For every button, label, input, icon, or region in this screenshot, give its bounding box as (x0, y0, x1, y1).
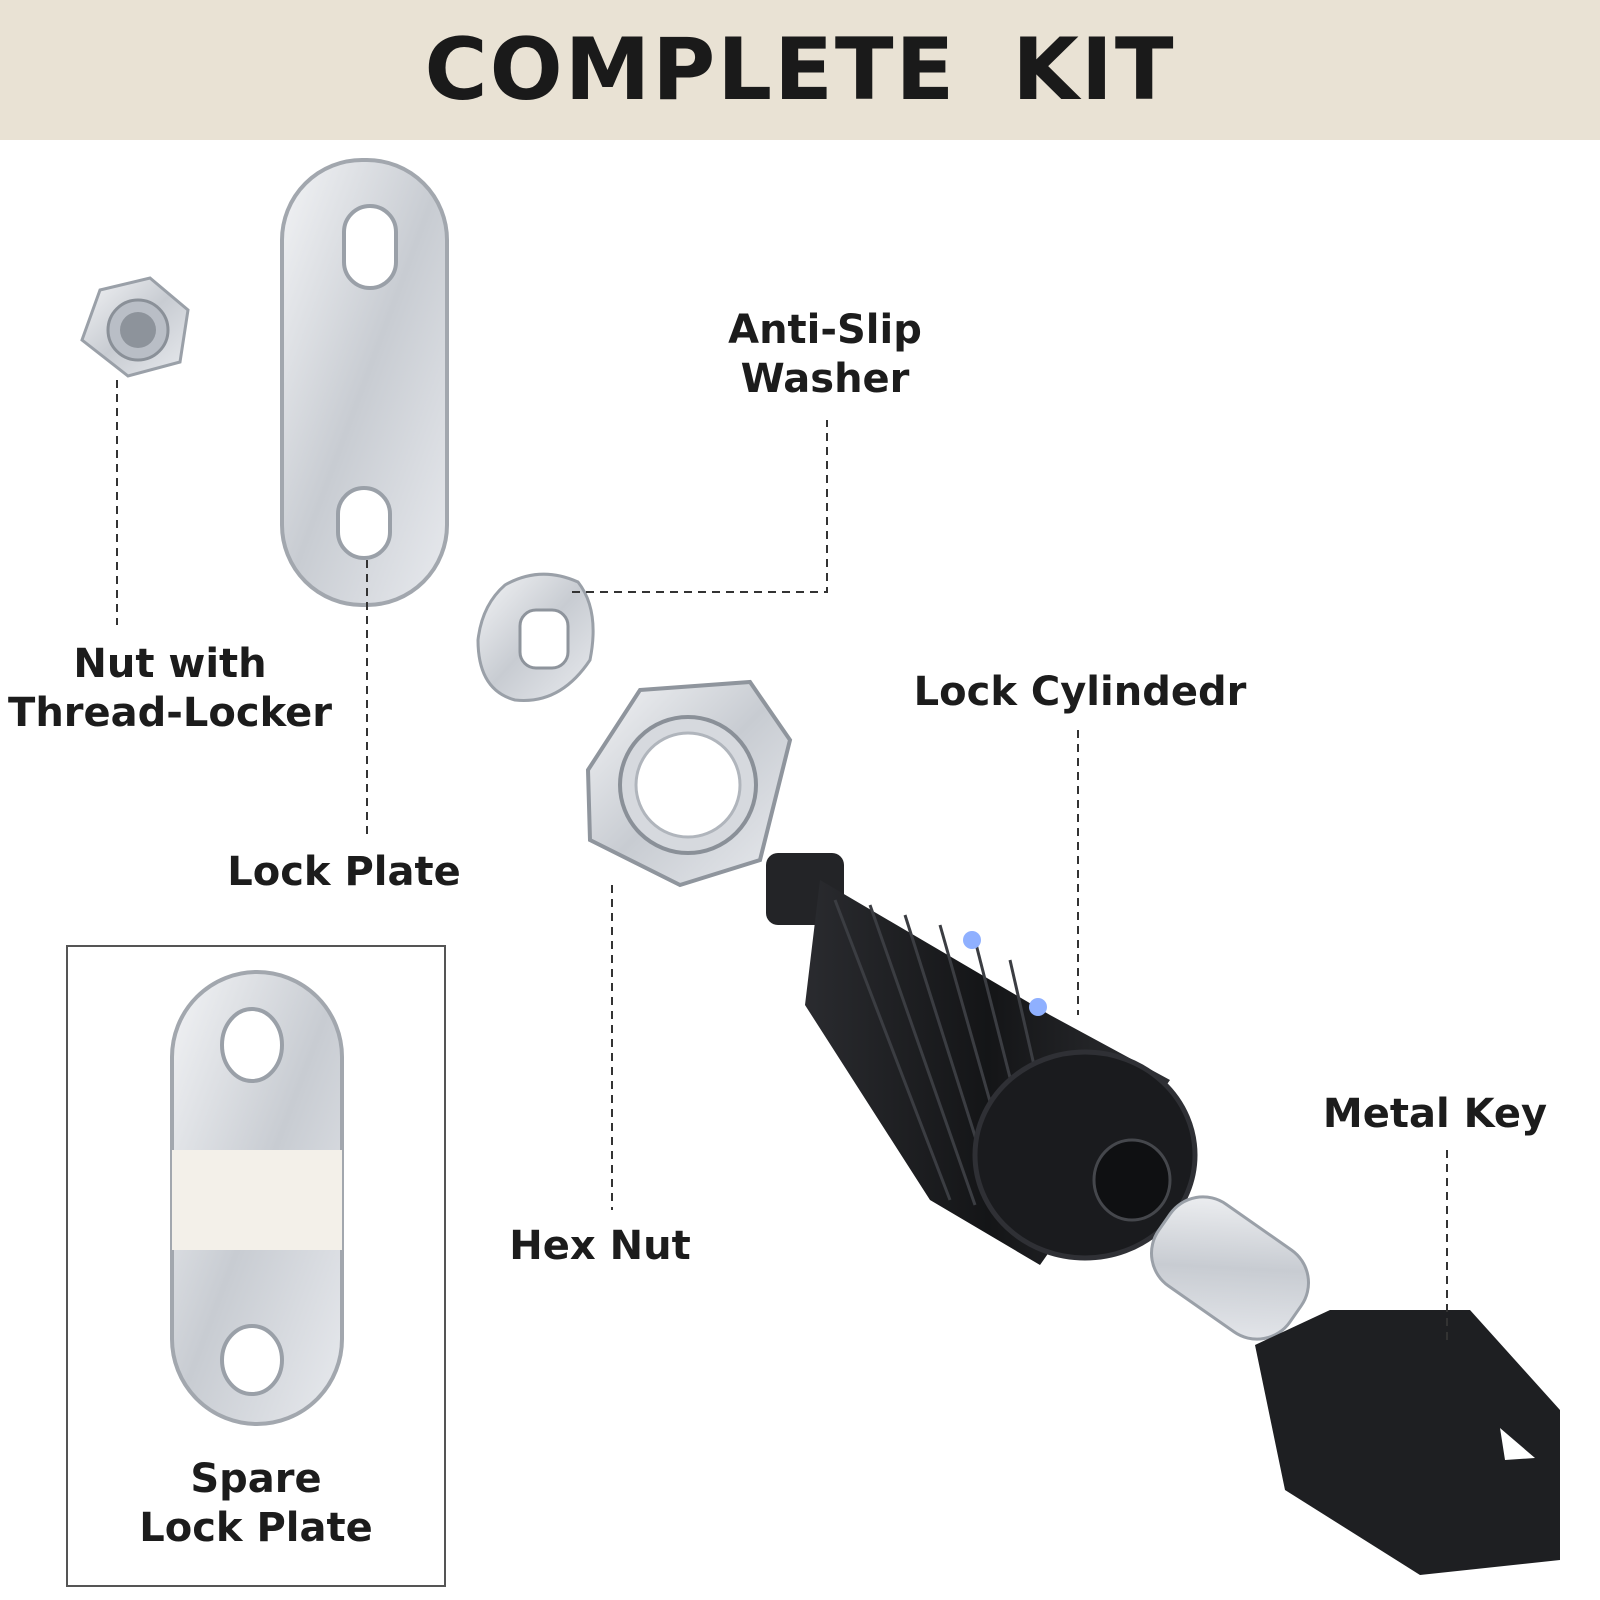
leader-line-washer (572, 420, 828, 593)
spare-lock-plate-frame (66, 945, 446, 1587)
label-lock-plate: Lock Plate (227, 849, 461, 895)
spare-lock-plate-image (170, 970, 344, 1426)
label-lock-cylinder: Lock Cylindedr (913, 669, 1247, 715)
washer-image (476, 572, 595, 702)
label-text: Anti-Slip Washer (728, 307, 922, 402)
label-metal-key: Metal Key (1322, 1091, 1548, 1137)
hex-nut-image (585, 679, 793, 888)
label-hex-nut: Hex Nut (509, 1223, 691, 1269)
label-text: Nut with Thread-Locker (8, 641, 332, 736)
lock-plate-image (280, 158, 449, 607)
label-spare-lock-plate: Spare Lock Plate (66, 1455, 446, 1553)
lock-cylinder-image (766, 853, 1198, 1265)
label-anti-slip-washer: Anti-Slip Washer (700, 306, 950, 404)
label-nut-with-thread-locker: Nut with Thread-Locker (0, 640, 340, 738)
banner-title: COMPLETE KIT (424, 20, 1176, 120)
metal-key-image (1149, 1195, 1560, 1575)
label-text: Spare Lock Plate (139, 1456, 373, 1551)
title-banner: COMPLETE KIT (0, 0, 1600, 140)
lock-nut-image (80, 276, 190, 378)
